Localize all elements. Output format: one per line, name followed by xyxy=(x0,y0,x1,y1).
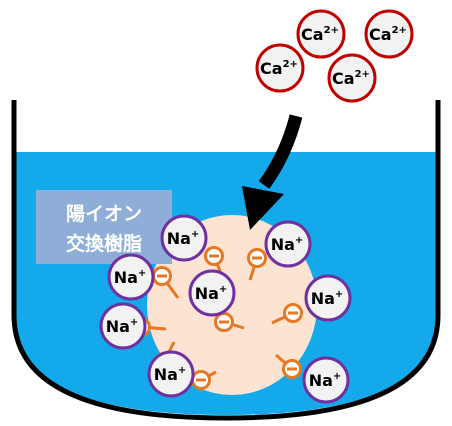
ca-ion: Ca2+ xyxy=(327,53,377,103)
ion-label: Na+ xyxy=(167,229,200,248)
flow-arrow xyxy=(242,114,303,230)
ca-ion: Ca2+ xyxy=(364,9,414,59)
ca-ion: Ca2+ xyxy=(296,9,346,59)
resin-label: 陽イオン 交換樹脂 xyxy=(36,190,172,264)
na-ion: Na+ xyxy=(302,356,350,404)
ion-label: Na+ xyxy=(114,268,147,287)
vessel xyxy=(11,100,441,421)
resin-label-line2: 交換樹脂 xyxy=(66,232,142,255)
ion-label: Na+ xyxy=(311,289,344,308)
na-ion: Na+ xyxy=(147,350,195,398)
negative-site xyxy=(247,248,267,281)
ion-label: Na+ xyxy=(154,365,187,384)
ion-label: Ca2+ xyxy=(369,25,407,44)
negative-site xyxy=(271,303,303,325)
negative-site xyxy=(214,312,245,332)
ion-label: Na+ xyxy=(309,371,342,390)
ion-label: Ca2+ xyxy=(332,69,370,88)
na-ion: Na+ xyxy=(304,274,352,322)
na-ion: Na+ xyxy=(99,302,147,350)
ca-ion: Ca2+ xyxy=(255,43,305,93)
negative-site xyxy=(204,246,224,277)
na-ion: Na+ xyxy=(160,214,208,262)
ion-label: Na+ xyxy=(195,284,228,303)
na-ion: Na+ xyxy=(188,269,236,317)
ion-label: Ca2+ xyxy=(301,25,339,44)
ions: Ca2+Ca2+Ca2+Ca2+Na+Na+Na+Na+Na+Na+Na+Na+ xyxy=(99,9,414,404)
na-ion: Na+ xyxy=(107,253,155,301)
resin-label-line1: 陽イオン xyxy=(66,203,142,225)
negative-site xyxy=(275,353,302,379)
ion-label: Na+ xyxy=(271,235,304,254)
na-ion: Na+ xyxy=(264,220,312,268)
ion-label: Ca2+ xyxy=(260,59,298,78)
ion-label: Na+ xyxy=(106,317,139,336)
